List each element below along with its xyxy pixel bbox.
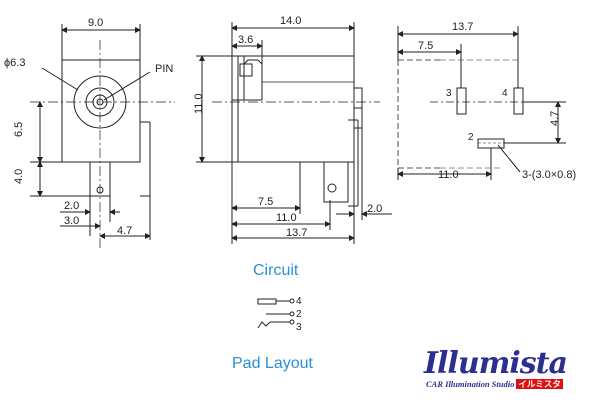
pad-4: [513, 87, 524, 115]
side-body: [231, 55, 355, 163]
pad-2: [477, 138, 505, 149]
dim-13-7-side: 13.7: [286, 227, 307, 239]
dim-pad-4-7: 4.7: [549, 111, 561, 126]
circuit-symbol: [257, 298, 295, 329]
circuit-pin: [257, 298, 277, 305]
dim-4-0: 4.0: [13, 169, 25, 184]
circuit-heading: Circuit: [253, 262, 299, 279]
pin-label: PIN: [155, 63, 173, 75]
dim-hole-diameter: ϕ6.3: [4, 57, 25, 69]
pad-label-3: 3: [446, 88, 452, 99]
dim-2-0-front: 2.0: [64, 200, 79, 212]
logo-tagline-en: CAR Illumination Studio: [426, 379, 515, 389]
logo-tagline-jp: イルミスタ: [516, 379, 563, 389]
front-body: [61, 59, 141, 163]
dim-7-5-side: 7.5: [258, 196, 273, 208]
dim-3-0: 3.0: [64, 215, 79, 227]
front-view: [30, 24, 175, 248]
circuit-label-4: 4: [296, 296, 302, 307]
dim-2-0-side: 2.0: [367, 203, 382, 215]
dim-6-5: 6.5: [13, 122, 25, 137]
dim-3-6: 3.6: [238, 34, 253, 46]
circuit-label-3: 3: [296, 322, 302, 333]
pad-3: [456, 87, 467, 115]
dim-pad-11-0: 11.0: [438, 169, 459, 181]
dim-pad-7-5: 7.5: [418, 40, 433, 52]
pad-label-2: 2: [468, 132, 474, 143]
dim-side-length: 14.0: [280, 15, 301, 27]
dim-height: 11.0: [193, 93, 205, 114]
pad-label-4: 4: [502, 88, 508, 99]
circuit-label-2: 2: [296, 309, 302, 320]
pad-note: 3-(3.0×0.8): [522, 169, 576, 181]
dim-11-0-side: 11.0: [276, 212, 297, 224]
dim-front-width: 9.0: [88, 17, 103, 29]
side-view: [196, 22, 392, 244]
dim-4-7-front: 4.7: [117, 225, 132, 237]
side-terminal: [323, 161, 349, 203]
pad-layout: [397, 26, 566, 180]
logo-wordmark: Illumista: [424, 346, 568, 381]
pad-layout-heading: Pad Layout: [232, 355, 313, 372]
dim-pad-13-7: 13.7: [452, 21, 473, 33]
